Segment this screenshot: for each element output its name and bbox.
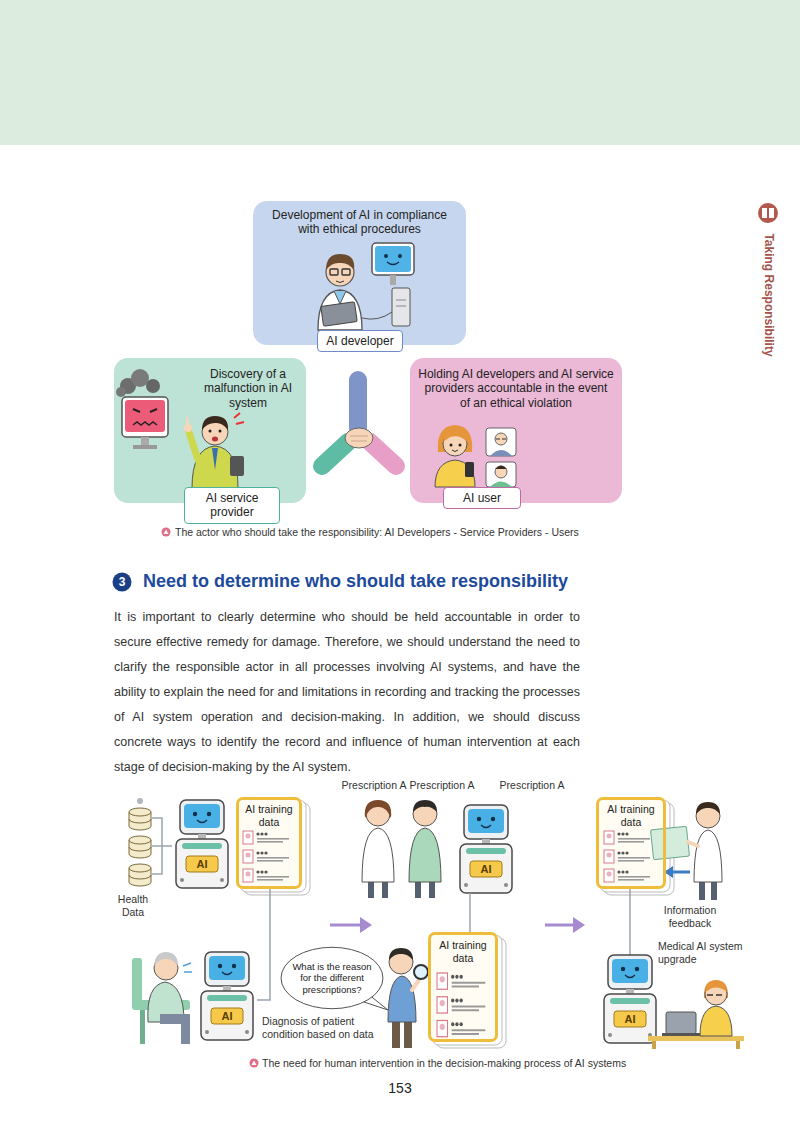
- speech-bubble: What is the reason for the different pre…: [280, 946, 384, 1010]
- data-folder: AI training data: [596, 797, 666, 889]
- robot-plate: AI: [211, 1008, 243, 1024]
- folder-title: AI training data: [241, 803, 297, 828]
- figure-caption: The actor who should take the responsibi…: [175, 526, 625, 539]
- panel-text: Development of AI in compliance with eth…: [265, 208, 454, 237]
- role-name: AI developer: [322, 334, 398, 348]
- robot-plate: AI: [614, 1011, 646, 1027]
- role-panel: Holding AI developers and AI service pro…: [410, 358, 622, 503]
- role-panel: Development of AI in compliance with eth…: [253, 201, 466, 345]
- data-folder: AI training data: [428, 932, 498, 1042]
- data-folder: AI training data: [236, 797, 302, 889]
- part-label: Medical AI system upgrade: [658, 940, 758, 966]
- page-number: 153: [370, 1080, 430, 1098]
- folder-title: AI training data: [602, 803, 660, 828]
- speech-label: Prescription A: [407, 779, 477, 792]
- panel-text: Holding AI developers and AI service pro…: [418, 367, 614, 410]
- body-paragraph: It is important to clearly determine who…: [114, 605, 580, 780]
- speech-label: Prescription A: [339, 779, 409, 792]
- side-tab: Taking Responsibility: [760, 225, 776, 365]
- speech-label: Prescription A: [497, 779, 567, 792]
- part-label: Information feedback: [652, 904, 728, 930]
- figure-caption: The need for human intervention in the d…: [262, 1057, 682, 1070]
- role-tag: AI developer: [317, 330, 403, 352]
- role-panel: Discovery of a malfunction in AI systemA…: [114, 358, 306, 503]
- folder-title: AI training data: [434, 939, 492, 964]
- panel-text: Discovery of a malfunction in AI system: [194, 367, 302, 410]
- role-name: AI service provider: [189, 491, 275, 520]
- bubble-ellipse: [281, 947, 383, 1008]
- robot-plate: AI: [470, 861, 502, 877]
- robot-plate: AI: [186, 856, 218, 872]
- part-label: Health Data: [108, 893, 158, 919]
- bubble-text: What is the reason for the different pre…: [290, 961, 374, 995]
- part-label: Diagnosis of patient condition based on …: [262, 1015, 380, 1041]
- role-tag: AI service provider: [184, 487, 280, 524]
- role-tag: AI user: [443, 487, 521, 509]
- section-number: 3: [112, 573, 132, 591]
- section-heading: Need to determine who should take respon…: [143, 570, 613, 593]
- role-name: AI user: [448, 491, 516, 505]
